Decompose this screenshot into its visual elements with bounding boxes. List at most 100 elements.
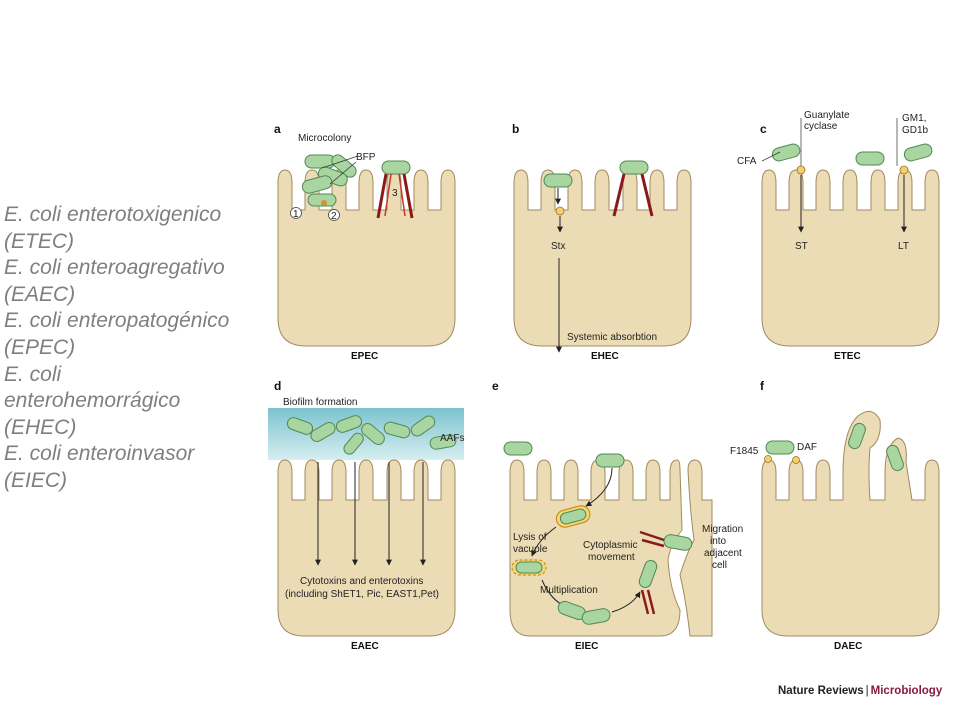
leader-line [761, 118, 898, 166]
bacterium [619, 160, 649, 175]
lysis-label: vacuole [513, 544, 548, 555]
panel-caption: EAEC [351, 641, 379, 652]
panel-letter: b [512, 122, 519, 136]
bacterium [307, 193, 337, 207]
bacterium [383, 421, 411, 439]
cytotoxins-label: Cytotoxins and enterotoxins [300, 576, 423, 587]
list-line: (ETEC) [4, 229, 74, 253]
f1845-label: F1845 [730, 446, 759, 457]
list-line: E. coli enteropatogénico [4, 309, 230, 333]
bacterium [903, 143, 933, 162]
actin-pedestal [376, 173, 414, 219]
epithelial-cell [277, 169, 456, 347]
bacterium [765, 440, 795, 455]
cytoplasmic-label: Cytoplasmic [583, 540, 637, 551]
bacterium [503, 441, 533, 456]
step-2-label: 2 [331, 211, 337, 222]
bacterium [410, 415, 436, 437]
cytotoxins-label: (including ShET1, Pic, EAST1,Pet) [285, 589, 439, 600]
bacterium [543, 173, 573, 188]
list-line: E. coli [4, 362, 62, 386]
list-line: (EHEC) [4, 415, 77, 439]
guanylate-cyclase-receptor [796, 165, 806, 175]
stx-toxin [555, 206, 565, 216]
bacterium [310, 422, 336, 442]
biofilm-label: Biofilm formation [283, 397, 357, 408]
list-line: enterohemorrágico [4, 389, 181, 413]
panel-caption: EPEC [351, 351, 378, 362]
list-line: E. coli enteroagregativo [4, 256, 225, 280]
bacterium [848, 422, 866, 450]
multiplication-label: Multiplication [540, 585, 598, 596]
aafs-label: AAFs [440, 433, 464, 444]
step-3-label: 3 [392, 188, 398, 199]
lysis-arrow [531, 526, 557, 557]
list-line: (EIEC) [4, 468, 67, 492]
cfa-label: CFA [737, 156, 757, 167]
epithelial-cell [513, 169, 692, 347]
panel-eiec: e Lysis of vacuole Cytoplasmic movement … [492, 379, 743, 652]
step-1-label: 1 [293, 209, 299, 220]
bacterium [595, 453, 625, 468]
actin-tail [640, 589, 656, 615]
list-line: E. coli enteroinvasor [4, 442, 195, 466]
panel-daec: f F1845 DAF DAEC [730, 379, 940, 652]
panel-letter: f [760, 379, 765, 393]
daf-receptor [792, 456, 800, 464]
credit-separator: | [865, 685, 869, 697]
guanylate-label: cyclase [804, 121, 838, 132]
epithelial-cell [761, 169, 940, 347]
bacterium [286, 417, 314, 435]
bfp-label: BFP [356, 152, 376, 163]
step-1-marker [290, 207, 302, 219]
bacterium [663, 534, 693, 551]
toxin-arrows [315, 462, 426, 566]
bacteria-microcolony [301, 154, 411, 207]
pathotype-list: E. coli enterotoxigenico (ETEC) E. coli … [4, 202, 266, 495]
lysis-label: Lysis of [513, 532, 547, 543]
bacterium [331, 154, 357, 178]
migration-label: cell [712, 560, 727, 571]
guanylate-label: Guanylate [804, 110, 850, 121]
figure-credit: Nature Reviews|Microbiology [778, 685, 942, 697]
panel-caption: EHEC [591, 351, 619, 362]
panel-etec: c Guanylate cyclase GM1, GD1b CFA ST LT … [737, 110, 940, 362]
bacterium [559, 508, 587, 525]
gm1-label: GM1, [902, 113, 926, 124]
migration-label: Migration [702, 524, 743, 535]
lt-label: LT [898, 241, 909, 252]
panel-letter: e [492, 379, 499, 393]
f1845-adhesin [764, 455, 772, 463]
bacterium [304, 154, 336, 169]
microcolony-label: Microcolony [298, 133, 351, 144]
journal-name: Microbiology [870, 685, 943, 697]
bacterium [855, 151, 885, 166]
bacterium [381, 160, 411, 175]
bacterium [361, 423, 385, 445]
bacterium [515, 561, 543, 574]
epithelial-cell [277, 459, 456, 637]
bacterium [335, 415, 363, 433]
bacterium [343, 432, 364, 455]
bacteria-aggregate [286, 415, 457, 455]
bacterium [429, 434, 457, 450]
panel-eaec: d Biofilm formation AAFs Cytotoxins and … [268, 379, 464, 652]
step-2-marker [328, 209, 340, 221]
panel-caption: ETEC [834, 351, 861, 362]
gd1b-label: GD1b [902, 125, 929, 136]
bacterium [638, 559, 658, 589]
bfp-pili [321, 155, 359, 185]
entry-arrow [585, 467, 613, 507]
systemic-label: Systemic absorbtion [567, 332, 657, 343]
st-label: ST [795, 241, 808, 252]
panel-caption: DAEC [834, 641, 862, 652]
panel-letter: a [274, 122, 281, 136]
stx-label: Stx [551, 241, 565, 252]
actin-tail [639, 530, 665, 548]
actin-pedestal [612, 173, 654, 217]
list-line: (EPEC) [4, 335, 76, 359]
adhesion-marker [321, 200, 327, 206]
bacterium [301, 175, 333, 194]
list-line: E. coli enterotoxigenico [4, 203, 222, 226]
